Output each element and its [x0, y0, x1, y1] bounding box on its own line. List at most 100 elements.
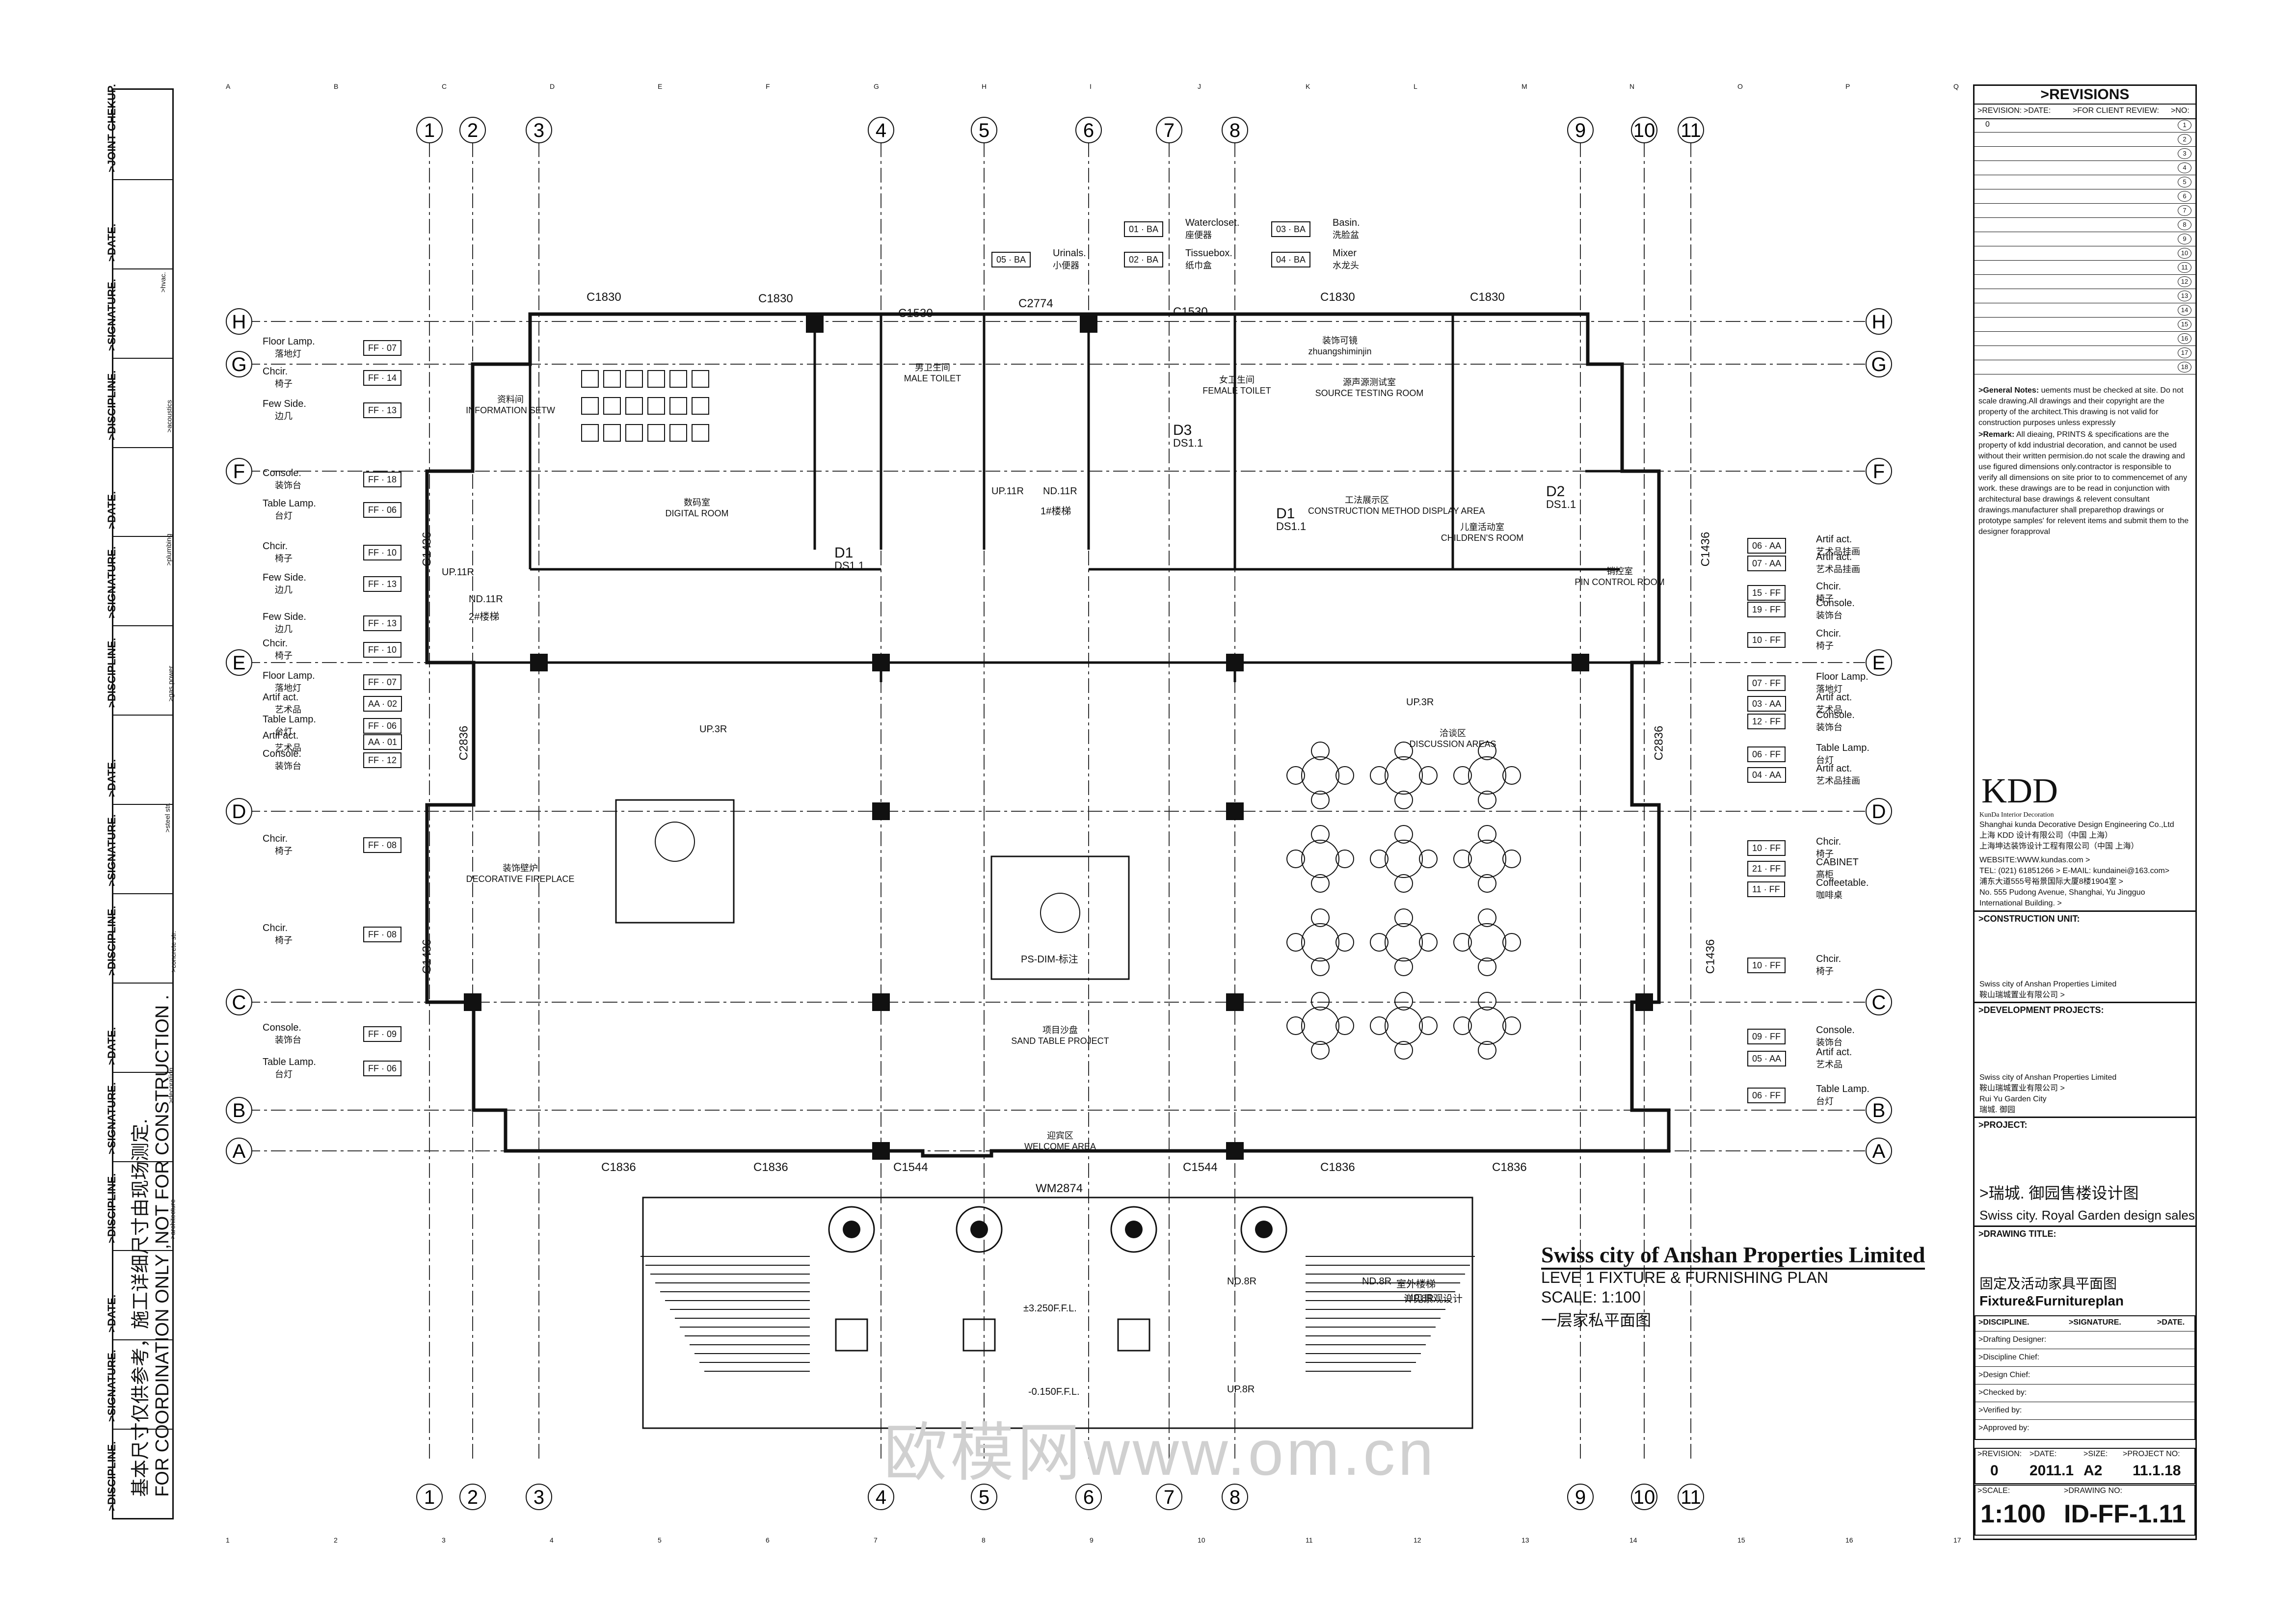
pendant-light	[655, 822, 695, 862]
revision-number: 4	[2178, 162, 2191, 173]
grid-row-label: G	[1871, 354, 1886, 375]
discussion-chair	[1286, 933, 1305, 952]
ruler-bottom-number: 16	[1845, 1536, 1853, 1544]
sig-col-discipline: >DISCIPLINE.	[1978, 1318, 2029, 1327]
section-marker: D1	[834, 545, 854, 561]
dimension-label: C2836	[457, 725, 471, 761]
dimension-label: C1830	[587, 291, 621, 304]
discussion-chair	[1502, 1016, 1521, 1035]
discussion-table	[1385, 1007, 1423, 1045]
grid-column-bubble	[1156, 117, 1182, 143]
kdd-cn1: 上海 KDD 设计有限公司（中国 上海）	[1979, 831, 2113, 840]
structural-column	[1572, 654, 1589, 671]
fixture-tag-cn: 咖啡桌	[1816, 890, 1842, 900]
room-label-en: CONSTRUCTION METHOD DISPLAY AREA	[1308, 506, 1485, 516]
digital-room-seat	[692, 370, 709, 388]
fixture-tag-label: Artif act.	[1816, 692, 1852, 703]
fixture-tag-label: Chcir.	[263, 366, 288, 377]
discussion-chair	[1394, 825, 1413, 844]
grid-row-bubble	[1866, 989, 1892, 1015]
revision-row: 18	[1975, 360, 2195, 374]
meta-revision: 0	[1990, 1463, 1999, 1479]
dimension-label: C2836	[1652, 725, 1666, 761]
sand-table	[990, 855, 1130, 980]
general-notes-text: uements must be checked at site. Do not …	[1978, 386, 2184, 427]
ruler-bottom-number: 7	[874, 1536, 878, 1544]
planter-box	[962, 1318, 996, 1352]
grid-column-label: 4	[876, 1487, 886, 1508]
kdd-company: Shanghai kunda Decorative Design Enginee…	[1979, 821, 2174, 829]
discussion-chair	[1419, 933, 1438, 952]
room-label-cn: 男卫生间	[915, 363, 950, 373]
signature-row: >Discipline Chief:	[1976, 1349, 2194, 1367]
meta-col-revision: >REVISION:	[1977, 1450, 2022, 1458]
discussion-chair	[1453, 850, 1472, 868]
fixture-tag: FF · 06	[363, 1061, 402, 1076]
drawing-title-label: >DRAWING TITLE:	[1975, 1225, 2195, 1241]
sidebar-cell: >DISCIPLINE.	[106, 1429, 172, 1519]
sidebar-cell: >DATE.	[106, 179, 172, 269]
sidebar-cell: >DATE.	[106, 715, 172, 805]
revision-number: 15	[2178, 319, 2191, 330]
fixture-tag-label: Watercloset.	[1185, 217, 1240, 228]
fixture-tag-label: Table Lamp.	[1816, 1084, 1869, 1094]
discussion-chair	[1502, 766, 1521, 785]
planter-box	[835, 1318, 868, 1352]
ruler-top-letter: L	[1414, 82, 1417, 90]
grid-column-label: 11	[1681, 120, 1701, 141]
discussion-chair	[1311, 742, 1330, 760]
fixture-tag-label: Few Side.	[263, 399, 306, 409]
digital-room-seat	[647, 397, 665, 415]
fixture-tag-label: Table Lamp.	[263, 1057, 316, 1067]
grid-column-bubble	[868, 1484, 894, 1510]
grid-column-bubble	[868, 117, 894, 143]
digital-room-seat	[669, 370, 687, 388]
room-label-cn: 源声源测试室	[1343, 377, 1396, 387]
entrance-pillar	[828, 1206, 875, 1253]
plan-name: LEVE 1 FIXTURE & FURNISHING PLAN	[1541, 1269, 1829, 1286]
meta-col-project-no: >PROJECT NO:	[2123, 1450, 2180, 1458]
fixture-tag: AA · 02	[363, 696, 402, 712]
room-label-cn: 女卫生间	[1219, 375, 1255, 385]
plan-title-cn: 一层家私平面图	[1541, 1311, 1652, 1329]
grid-column-bubble	[526, 117, 552, 143]
digital-room-seat	[625, 370, 643, 388]
fixture-tag-label: Artif act.	[1816, 1047, 1852, 1058]
fixture-tag-label: Chcir.	[1816, 954, 1842, 964]
kdd-en: KunDa Interior Decoration	[1979, 811, 2054, 819]
exterior-stair-outline	[642, 1197, 1473, 1429]
fixture-tag-cn: 台灯	[1816, 755, 1834, 765]
grid-column-bubble	[1075, 1484, 1102, 1510]
revision-row: 11	[1975, 261, 2195, 275]
fixture-tag-label: Floor Lamp.	[1816, 671, 1869, 682]
fixture-tag-cn: 装饰台	[1816, 611, 1842, 620]
structural-column	[1226, 802, 1244, 820]
discussion-chair	[1502, 850, 1521, 868]
revision-columns: >REVISION: >DATE: >FOR CLIENT REVIEW: >N…	[1975, 104, 2195, 119]
discussion-chair	[1478, 908, 1496, 927]
room-label-cn: 工法展示区	[1345, 495, 1389, 505]
fixture-tag: FF · 07	[363, 340, 402, 356]
revision-row: 3	[1975, 147, 2195, 161]
fixture-tag: 05 · AA	[1747, 1051, 1787, 1066]
grid-column-bubble	[1222, 1484, 1248, 1510]
discussion-table	[1385, 923, 1423, 961]
discussion-chair	[1311, 908, 1330, 927]
fixture-tag: 09 · FF	[1747, 1029, 1786, 1044]
entrance-pillar-core	[843, 1221, 860, 1238]
revisions-title: >REVISIONS	[1975, 86, 2195, 105]
discussion-table	[1468, 923, 1506, 961]
drawing-title-cn: 固定及活动家具平面图	[1979, 1276, 2117, 1291]
stair-note: ND.11R	[469, 594, 503, 605]
rev-col-date: >DATE:	[2024, 106, 2051, 115]
fixture-tag-cn: 椅子	[1816, 594, 1834, 604]
ruler-bottom-number: 8	[982, 1536, 986, 1544]
revision-row: 12	[1975, 275, 2195, 289]
kdd-address-en2: International Building. >	[1979, 899, 2062, 907]
discussion-table	[1468, 840, 1506, 878]
ruler-bottom-number: 1	[226, 1536, 230, 1544]
fixture-tag-label: Basin.	[1333, 217, 1360, 228]
